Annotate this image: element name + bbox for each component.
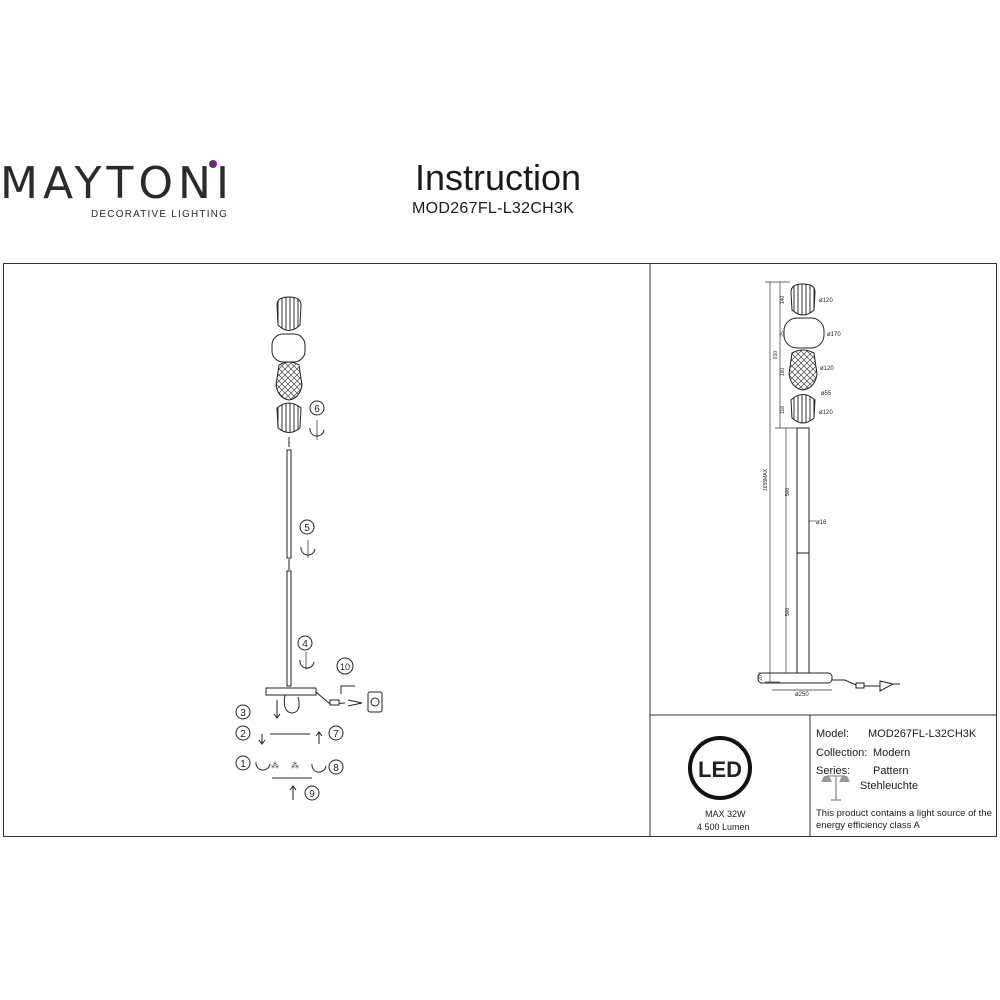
brand-logo-dot	[209, 160, 217, 168]
step-marker-8	[328, 759, 344, 775]
model-label: Model:	[816, 728, 850, 740]
series-value: Pattern	[873, 765, 909, 777]
dim-shade-opal	[783, 317, 825, 349]
lumen-output: 4 500 Lumen	[697, 822, 750, 832]
step-label-8: 8	[333, 763, 339, 774]
dim-segment-3: 160	[780, 368, 786, 377]
step-label-10: 10	[340, 662, 350, 672]
step-marker-7	[328, 725, 344, 741]
dim-diameter-4: ø55	[821, 391, 832, 397]
wall-socket	[367, 691, 383, 713]
step-label-6: 6	[314, 404, 320, 415]
step-marker-10	[336, 657, 354, 675]
exploded-lamp: ⁂ ⁂	[255, 296, 383, 800]
dim-shade-mesh	[788, 349, 818, 391]
step-label-3: 3	[240, 708, 246, 719]
svg-text:⁂: ⁂	[291, 761, 299, 770]
document-title: Instruction	[415, 157, 582, 198]
dim-stack-height: 610	[773, 351, 779, 360]
step-label-4: 4	[302, 639, 308, 650]
floor-lamp-icon	[821, 775, 850, 801]
collection-value: Modern	[873, 747, 911, 759]
brand-name: MAYTONI	[0, 158, 234, 209]
max-power: MAX 32W	[705, 809, 746, 819]
dim-rod	[796, 427, 810, 674]
shade-bottom	[276, 402, 302, 433]
energy-note-line-1: This product contains a light source of …	[816, 808, 992, 819]
product-type: Stehleuchte	[860, 780, 919, 792]
step-marker-2	[235, 725, 251, 741]
brand-logo: MAYTONI	[0, 158, 234, 210]
collection-label: Collection:	[816, 747, 868, 759]
step-marker-3	[235, 704, 251, 720]
assembly-step-markers: 1 2 3 4 5 6 7 8 9 10	[235, 400, 354, 801]
step-marker-9	[304, 785, 320, 801]
dim-segment-2: 25	[780, 331, 786, 337]
dim-diameter-6: ø16	[816, 520, 827, 526]
step-label-1: 1	[240, 759, 246, 770]
step-marker-4	[297, 635, 313, 651]
step-label-5: 5	[304, 523, 310, 534]
led-badge-ring	[688, 736, 752, 800]
shade-opal	[271, 333, 306, 363]
dim-shade-bottom	[790, 394, 816, 424]
dim-total-height: 1655MAX	[763, 468, 769, 491]
step-label-7: 7	[333, 729, 339, 740]
dim-cable	[832, 679, 880, 687]
dim-diameter-1: ø120	[819, 298, 833, 304]
led-badge: LED	[688, 736, 752, 800]
dim-diameter-2: ø170	[827, 332, 841, 338]
rod-upper	[286, 449, 292, 559]
step-marker-6	[309, 400, 325, 416]
base-plate	[265, 687, 317, 696]
step-marker-5	[299, 519, 315, 535]
dimension-drawing	[757, 281, 900, 692]
svg-text:⁂: ⁂	[271, 761, 279, 770]
dim-segment-1: 140	[780, 296, 786, 305]
dim-diameter-3: ø120	[820, 366, 834, 372]
document-model-code: MOD267FL-L32CH3K	[412, 200, 575, 217]
rod-lower	[286, 570, 292, 687]
shade-top	[276, 296, 302, 331]
dim-segment-4: 118	[780, 406, 786, 414]
dim-rod-2: 500	[785, 608, 791, 617]
dim-diameter-7: ø250	[795, 692, 809, 698]
series-label: Series:	[816, 765, 851, 777]
dim-rod-1: 500	[785, 488, 791, 497]
dim-diameter-5: ø120	[819, 410, 833, 416]
step-label-9: 9	[309, 789, 315, 800]
dimension-labels: 1655MAX 610 140 25 160 118 500 500 20 ø1…	[758, 296, 841, 698]
step-label-2: 2	[240, 729, 246, 740]
energy-note-line-2: energy efficiency class A	[816, 820, 920, 831]
dim-base-height: 20	[758, 675, 764, 681]
model-value: MOD267FL-L32CH3K	[868, 728, 977, 740]
instruction-frame	[3, 263, 997, 837]
dim-shade-top	[790, 283, 816, 316]
inline-switch	[329, 699, 340, 706]
brand-tagline: DECORATIVE LIGHTING	[91, 209, 229, 220]
led-badge-text: LED	[698, 757, 742, 782]
shade-mesh	[275, 361, 303, 401]
dim-base	[757, 672, 833, 684]
step-marker-1	[235, 755, 251, 771]
